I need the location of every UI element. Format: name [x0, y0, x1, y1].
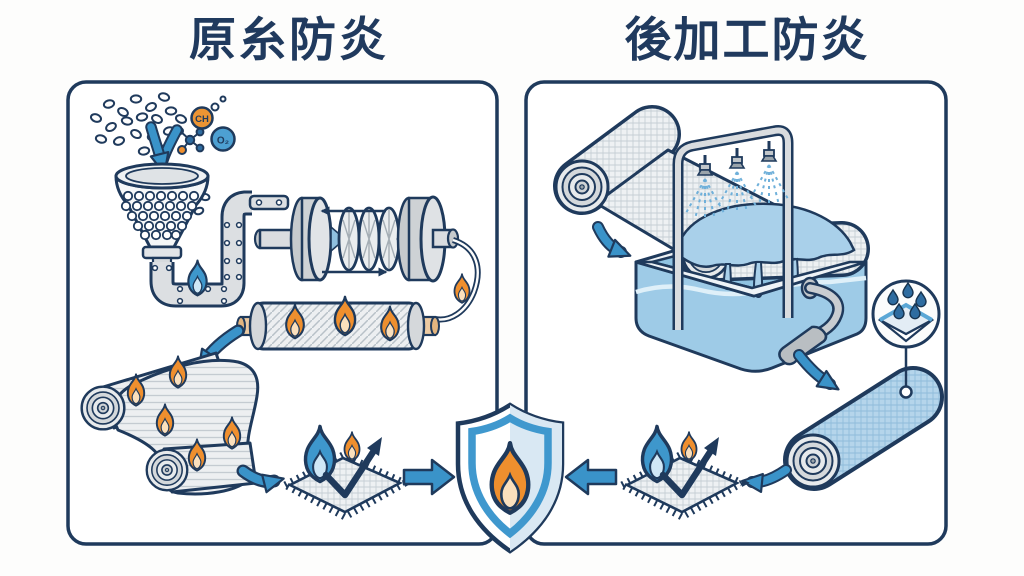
roll-end-spiral — [80, 385, 126, 431]
heated-pipe — [149, 190, 290, 308]
hopper-funnel — [114, 162, 210, 269]
pipe-flange — [248, 194, 290, 211]
fabric-roll-feed — [553, 105, 781, 264]
yarn-spool — [236, 295, 440, 351]
liquid-coating — [676, 202, 856, 268]
ch-label: CH — [195, 114, 209, 125]
bubble-icon — [210, 102, 220, 112]
spinning-discs — [337, 206, 401, 272]
callout-dot — [899, 385, 913, 399]
dipped-roll — [676, 202, 870, 298]
burning-fabric-roll — [80, 351, 260, 496]
spray-frame — [672, 125, 794, 330]
chemical-compound-icons: CH O₂ — [176, 95, 236, 155]
pellets-in-funnel — [120, 190, 200, 241]
bubble-icon — [219, 95, 227, 103]
arrow-pellets-into-funnel — [145, 121, 183, 175]
filament-loop — [434, 237, 481, 323]
extruder-machine — [253, 195, 460, 283]
coating-layer — [879, 302, 933, 322]
arrow-left-to-shield — [402, 458, 456, 496]
coating-magnifier — [871, 279, 941, 399]
tank-front-rim — [634, 260, 868, 298]
title-right: 後加工防炎 — [625, 13, 870, 66]
arrow-roll-to-swatch-left — [236, 464, 285, 494]
arrow-tank-to-coated-roll — [793, 349, 840, 391]
roll-end-spiral — [554, 159, 610, 215]
roll-end-spiral — [145, 448, 189, 492]
arrow-roll-to-tank — [592, 221, 632, 258]
roll-end-spiral — [785, 433, 841, 489]
molecule-icon — [176, 127, 205, 155]
crank-handle — [778, 276, 845, 366]
o2-label: O₂ — [217, 136, 229, 147]
pipe-rivets — [151, 221, 243, 305]
o2-molecule-icon — [210, 126, 236, 152]
coated-fabric-roll — [783, 366, 944, 491]
arrow-roll-to-swatch-right — [740, 464, 792, 494]
arrow-right-to-shield — [564, 458, 618, 496]
ch-molecule-icon — [190, 106, 214, 130]
title-left: 原糸防炎 — [189, 13, 389, 66]
